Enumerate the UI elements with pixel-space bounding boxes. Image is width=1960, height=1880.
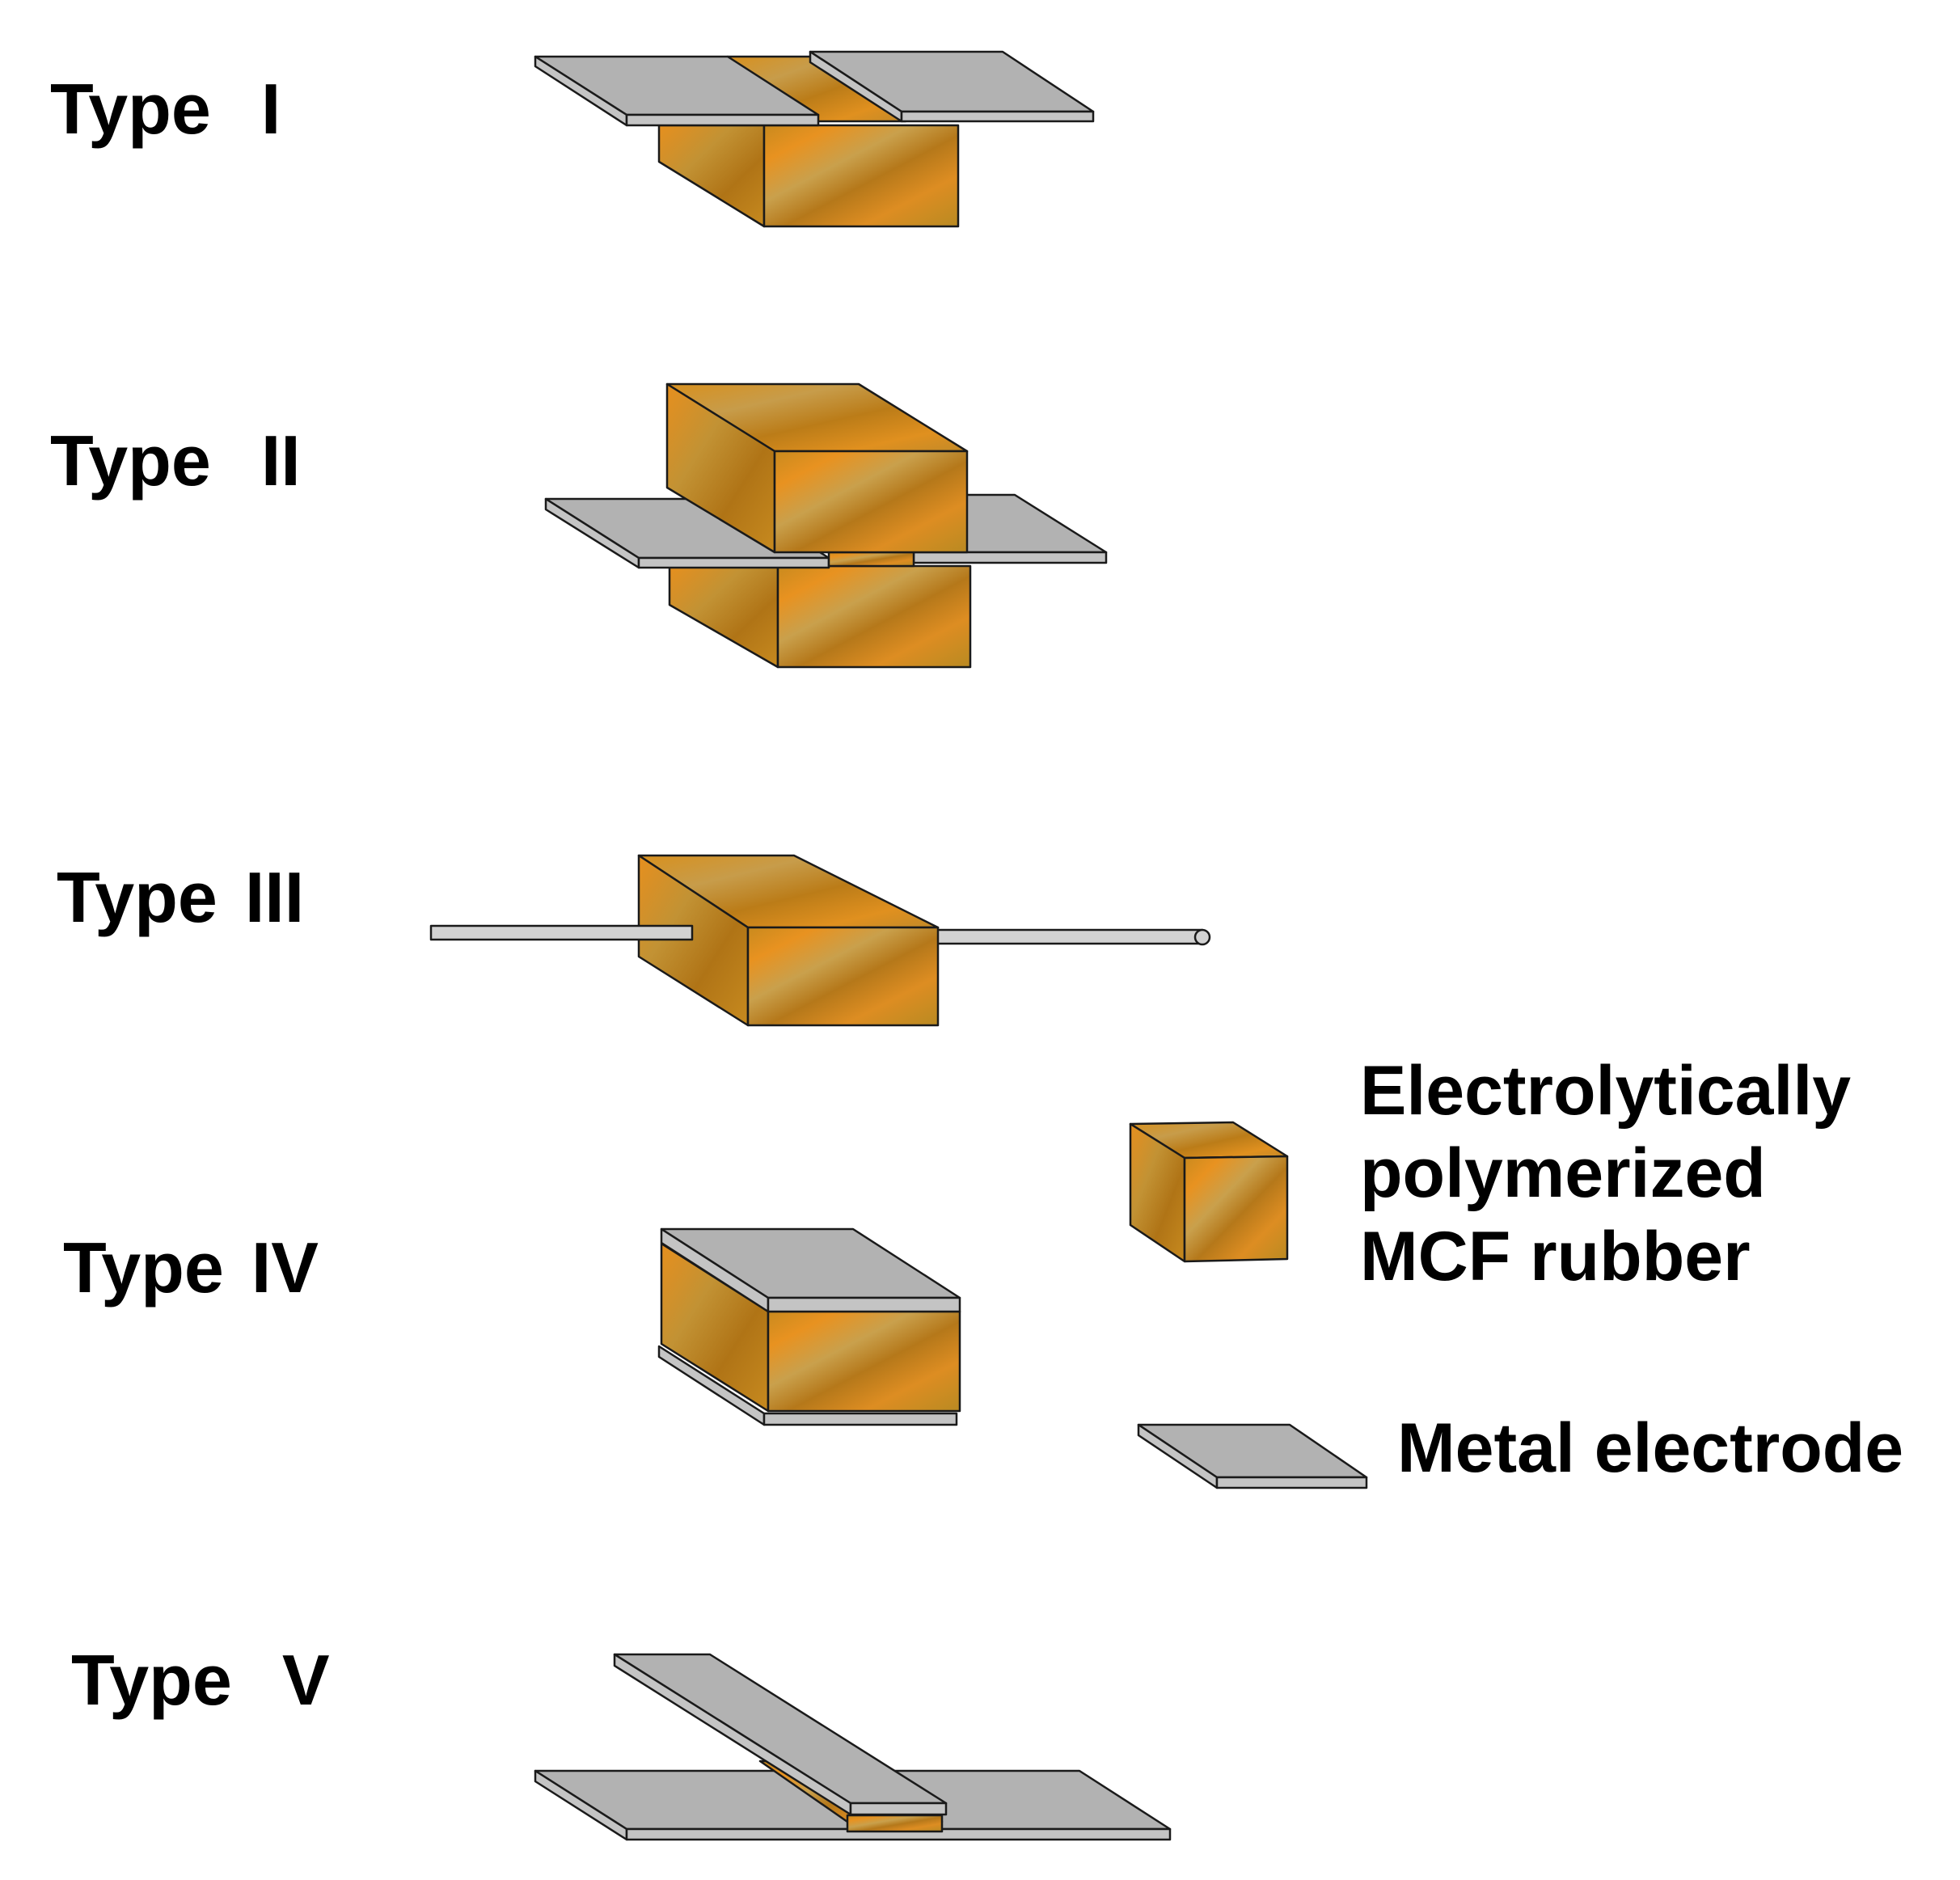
- rubber-block-front: [746, 926, 940, 1027]
- metal-electrode-left-front: [637, 556, 830, 569]
- metal-electrode-bottom-front: [625, 1827, 1172, 1841]
- rubber-block-front: [767, 1310, 961, 1413]
- middle-rubber-layer: [827, 551, 915, 568]
- legend-electrode-label: Metal electrode: [1397, 1409, 1903, 1487]
- type-3-device: [429, 854, 1211, 1027]
- metal-electrode-right-front: [912, 551, 1108, 564]
- legend-rubber: Electrolytically polymerized MCF rubber: [1129, 1052, 1851, 1295]
- thin-rubber-layer-front: [846, 1814, 944, 1833]
- wire-electrode-left: [429, 924, 694, 941]
- rubber-block-front: [762, 124, 960, 228]
- legend: Electrolytically polymerized MCF rubber …: [1129, 1052, 1903, 1489]
- type-4-device: [657, 1227, 961, 1426]
- metal-electrode-left-front: [625, 113, 820, 127]
- type-5-device: [534, 1653, 1172, 1841]
- wire-electrode-right: [932, 928, 1204, 945]
- metal-electrode-bottom-front: [762, 1412, 958, 1426]
- type-1-device: [534, 50, 1095, 228]
- rubber-block-side: [657, 124, 766, 228]
- wire-electrode-right-tip: [1193, 928, 1211, 946]
- metal-electrode-top-strip-front: [849, 1802, 948, 1816]
- metal-electrode-top-front: [767, 1296, 961, 1313]
- legend-electrode-swatch-front: [1215, 1476, 1368, 1489]
- upper-rubber-block-front: [773, 450, 969, 554]
- lower-rubber-block-side: [668, 564, 779, 669]
- legend-rubber-label-line-1: Electrolytically: [1360, 1052, 1851, 1130]
- legend-rubber-swatch-front: [1183, 1155, 1289, 1263]
- legend-rubber-label-line-2: polymerized: [1360, 1134, 1766, 1212]
- legend-rubber-label-line-3: MCF rubber: [1360, 1218, 1751, 1295]
- type-2-device: [544, 382, 1108, 669]
- legend-electrode: Metal electrode: [1137, 1409, 1903, 1489]
- lower-rubber-block-front: [776, 564, 972, 669]
- metal-electrode-right-front: [900, 110, 1095, 123]
